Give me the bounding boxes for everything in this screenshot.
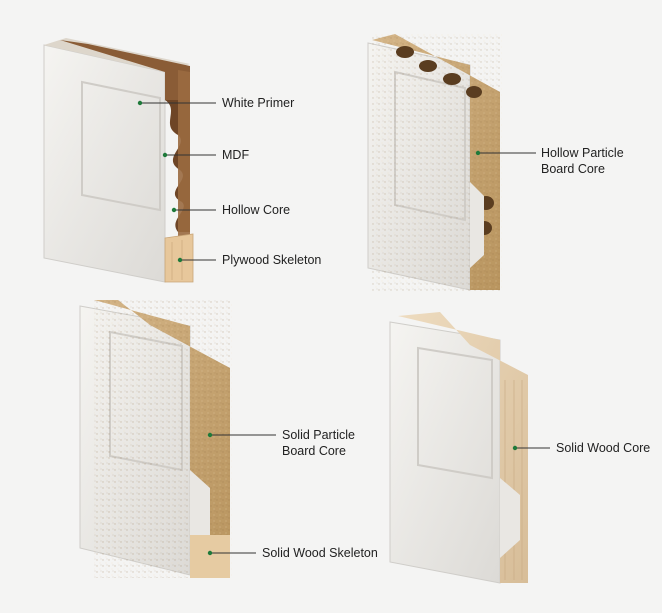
door-face [389, 321, 501, 584]
label-mdf: MDF [222, 148, 250, 162]
label-white-primer: White Primer [222, 96, 295, 110]
door-edge-notch [500, 478, 520, 558]
door-edge-notch [190, 470, 210, 552]
solid-wood-door [389, 312, 528, 584]
solid-wood-skeleton-block [190, 535, 230, 578]
mdf-skin [60, 40, 190, 100]
label-plywood-skeleton: Plywood Skeleton [222, 253, 322, 267]
hollow-core-door [43, 38, 194, 283]
hollow-particle-door [367, 34, 502, 292]
raised-panel-moulding [81, 80, 161, 212]
label-hollow-particle-board-core: Hollow Particle Board Core [541, 146, 624, 176]
leader-lines [137, 100, 550, 556]
label-solid-wood-core: Solid Wood Core [556, 441, 651, 455]
label-solid-particle-board-core: Solid Particle Board Core [282, 428, 355, 458]
door-edge-notch [470, 182, 484, 268]
plywood-skeleton-block [164, 233, 194, 283]
solid-wood-core [398, 312, 528, 583]
label-solid-wood-skeleton: Solid Wood Skeleton [262, 546, 378, 560]
raised-panel-moulding [417, 346, 493, 480]
label-hollow-core: Hollow Core [222, 203, 291, 217]
solid-particle-door [79, 300, 232, 578]
door-face [43, 44, 166, 283]
